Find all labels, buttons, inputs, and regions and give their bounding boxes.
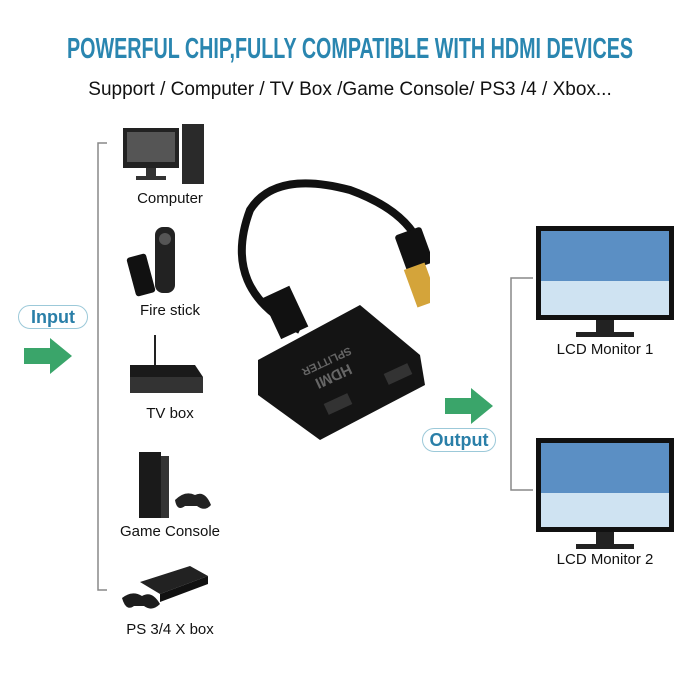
output-arrow-icon xyxy=(445,388,493,424)
device-label-ps: PS 3/4 X box xyxy=(126,621,214,638)
output-label: Output xyxy=(422,428,496,452)
device-label-computer: Computer xyxy=(137,190,203,207)
monitor-icon xyxy=(536,226,674,337)
tv-box-icon xyxy=(130,335,203,393)
input-bracket xyxy=(97,142,107,591)
fire-stick-icon xyxy=(126,227,175,297)
monitor-label-2: LCD Monitor 2 xyxy=(556,551,654,568)
ps-console-icon xyxy=(122,566,208,609)
device-label-tv-box: TV box xyxy=(146,405,194,422)
input-label: Input xyxy=(18,305,88,329)
computer-icon xyxy=(123,124,204,184)
device-label-fire-stick: Fire stick xyxy=(140,302,200,319)
headline: POWERFUL CHIP,FULLY COMPATIBLE WITH HDMI… xyxy=(66,33,634,65)
device-label-game-console: Game Console xyxy=(119,523,221,540)
monitor-label-1: LCD Monitor 1 xyxy=(556,341,654,358)
monitor-icon xyxy=(536,438,674,549)
input-arrow-icon xyxy=(24,338,72,374)
output-bracket xyxy=(510,277,533,491)
subtitle: Support / Computer / TV Box /Game Consol… xyxy=(88,79,612,100)
hdmi-splitter-device xyxy=(237,179,430,440)
game-console-icon xyxy=(139,452,211,518)
